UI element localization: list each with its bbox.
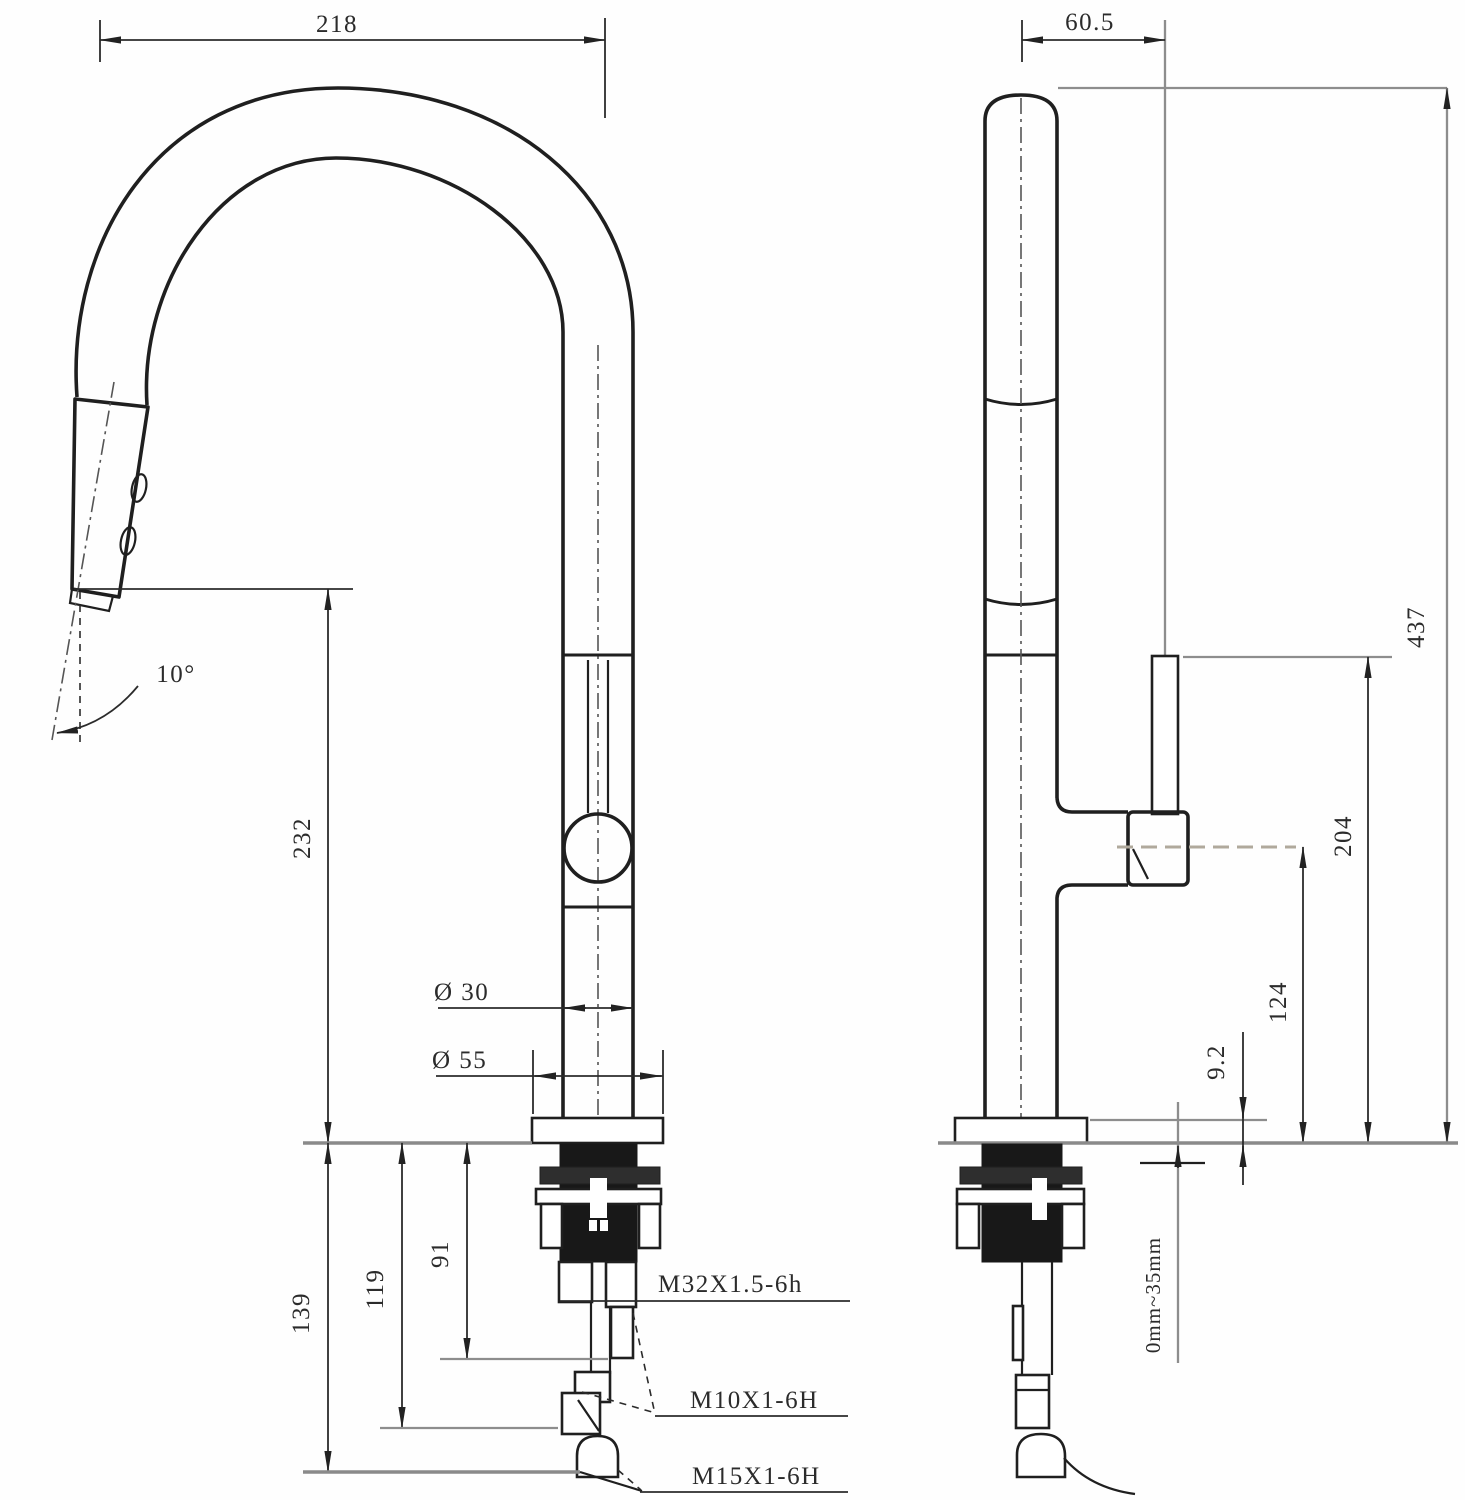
spray-head-tip xyxy=(68,587,115,613)
spray-head-centerline xyxy=(51,381,115,741)
dim-spout-height-label: 232 xyxy=(289,817,316,859)
thread-shank-label: M32X1.5-6h xyxy=(658,1271,803,1298)
front-under-counter-assembly xyxy=(534,1143,663,1479)
handle-diagonal xyxy=(1132,848,1149,880)
dim-139-label: 139 xyxy=(288,1292,315,1334)
side-hose-connector xyxy=(1014,1373,1051,1430)
dim-d55-label: Ø 55 xyxy=(432,1047,487,1074)
side-base-flange xyxy=(953,1116,1089,1145)
spout-outer-curve xyxy=(74,86,635,1118)
front-view: 218 10° 232 xyxy=(51,11,850,1493)
dim-outlet-height: 204 xyxy=(1330,656,1372,1144)
threaded-stud-right xyxy=(604,1260,638,1309)
side-outlet-top xyxy=(1055,797,1128,814)
side-faucet-outline xyxy=(983,93,1190,1140)
dim-91-label: 91 xyxy=(427,1240,454,1268)
thread-stud-label: M10X1-6H xyxy=(690,1387,819,1414)
thread-callouts: M32X1.5-6h M10X1-6H M15X1-6H xyxy=(560,1271,850,1493)
threaded-stud-left xyxy=(557,1260,594,1304)
dim-119-label: 119 xyxy=(362,1268,389,1309)
side-outlet-bottom xyxy=(1055,883,1128,1118)
handle-stem xyxy=(1150,654,1180,816)
dim-side-offset: 60.5 xyxy=(1021,9,1167,655)
side-under-counter-assembly xyxy=(955,1143,1136,1496)
dim-angle-label: 10° xyxy=(156,661,196,688)
angle-arc xyxy=(56,685,139,734)
thread-hose-pointer xyxy=(617,1469,642,1491)
dim-deck-range-label: 0mm~35mm xyxy=(1141,1237,1165,1353)
hose-ball-end xyxy=(575,1434,620,1479)
spray-head xyxy=(70,397,150,599)
dim-base-height: 9.2 xyxy=(1203,1032,1247,1185)
dim-handle-height: 124 xyxy=(1265,846,1307,1144)
hose-elbow-diagonal xyxy=(577,1399,600,1432)
dim-reach: 218 xyxy=(99,11,606,118)
side-washer-leg-right xyxy=(1060,1202,1086,1250)
side-mounting-nut xyxy=(959,1166,1083,1185)
side-view: 60.5 204 124 xyxy=(938,9,1458,1496)
hose-elbow-lower xyxy=(560,1391,602,1436)
dim-angle: 10° xyxy=(56,661,196,734)
front-faucet-outline xyxy=(51,86,635,1118)
shank-slot-dot-right xyxy=(600,1220,608,1231)
side-hose-ball-end xyxy=(1015,1432,1067,1479)
dim-base-diameter: Ø 55 xyxy=(432,1047,664,1114)
washer-leg-left xyxy=(539,1202,564,1250)
side-joint-upper xyxy=(983,397,1059,406)
shank-slot-dot-left xyxy=(589,1220,597,1231)
dim-reach-label: 218 xyxy=(316,11,358,38)
dim-under-counter: 139 119 91 xyxy=(288,1142,643,1493)
shank-slot xyxy=(590,1178,607,1218)
threaded-stud-lower xyxy=(609,1305,635,1360)
dim-124-label: 124 xyxy=(1265,981,1292,1023)
washer-leg-right xyxy=(637,1202,662,1250)
spout-inner-curve xyxy=(144,156,565,1118)
thread-stud-pointer-1 xyxy=(632,1312,656,1415)
side-washer-leg-left xyxy=(955,1202,981,1250)
baseline-tail xyxy=(579,1470,643,1493)
front-body-joints xyxy=(561,345,635,1140)
thread-hose-label: M15X1-6H xyxy=(692,1463,821,1490)
side-horseshoe-washer xyxy=(955,1187,1086,1206)
dim-spout-diameter: Ø 30 xyxy=(434,979,633,1012)
ball-joint xyxy=(562,812,634,884)
dim-deck-range: 0mm~35mm xyxy=(1140,1102,1205,1363)
dim-437-label: 437 xyxy=(1403,606,1430,648)
side-hose-clip xyxy=(1011,1304,1025,1362)
dim-92-label: 9.2 xyxy=(1203,1044,1230,1080)
dim-605-label: 60.5 xyxy=(1065,9,1115,36)
dim-total-height: 437 xyxy=(1403,87,1451,1144)
dim-spout-height: 232 xyxy=(74,588,353,1144)
front-base-flange xyxy=(530,1116,665,1145)
side-hose-tail xyxy=(1063,1457,1136,1496)
spray-button-upper xyxy=(130,473,148,503)
side-tube-outline xyxy=(983,93,1059,1118)
dim-d30-label: Ø 30 xyxy=(434,979,489,1006)
side-shank-slot xyxy=(1032,1178,1047,1220)
spray-button-lower xyxy=(119,526,137,556)
dim-204-label: 204 xyxy=(1330,815,1357,857)
